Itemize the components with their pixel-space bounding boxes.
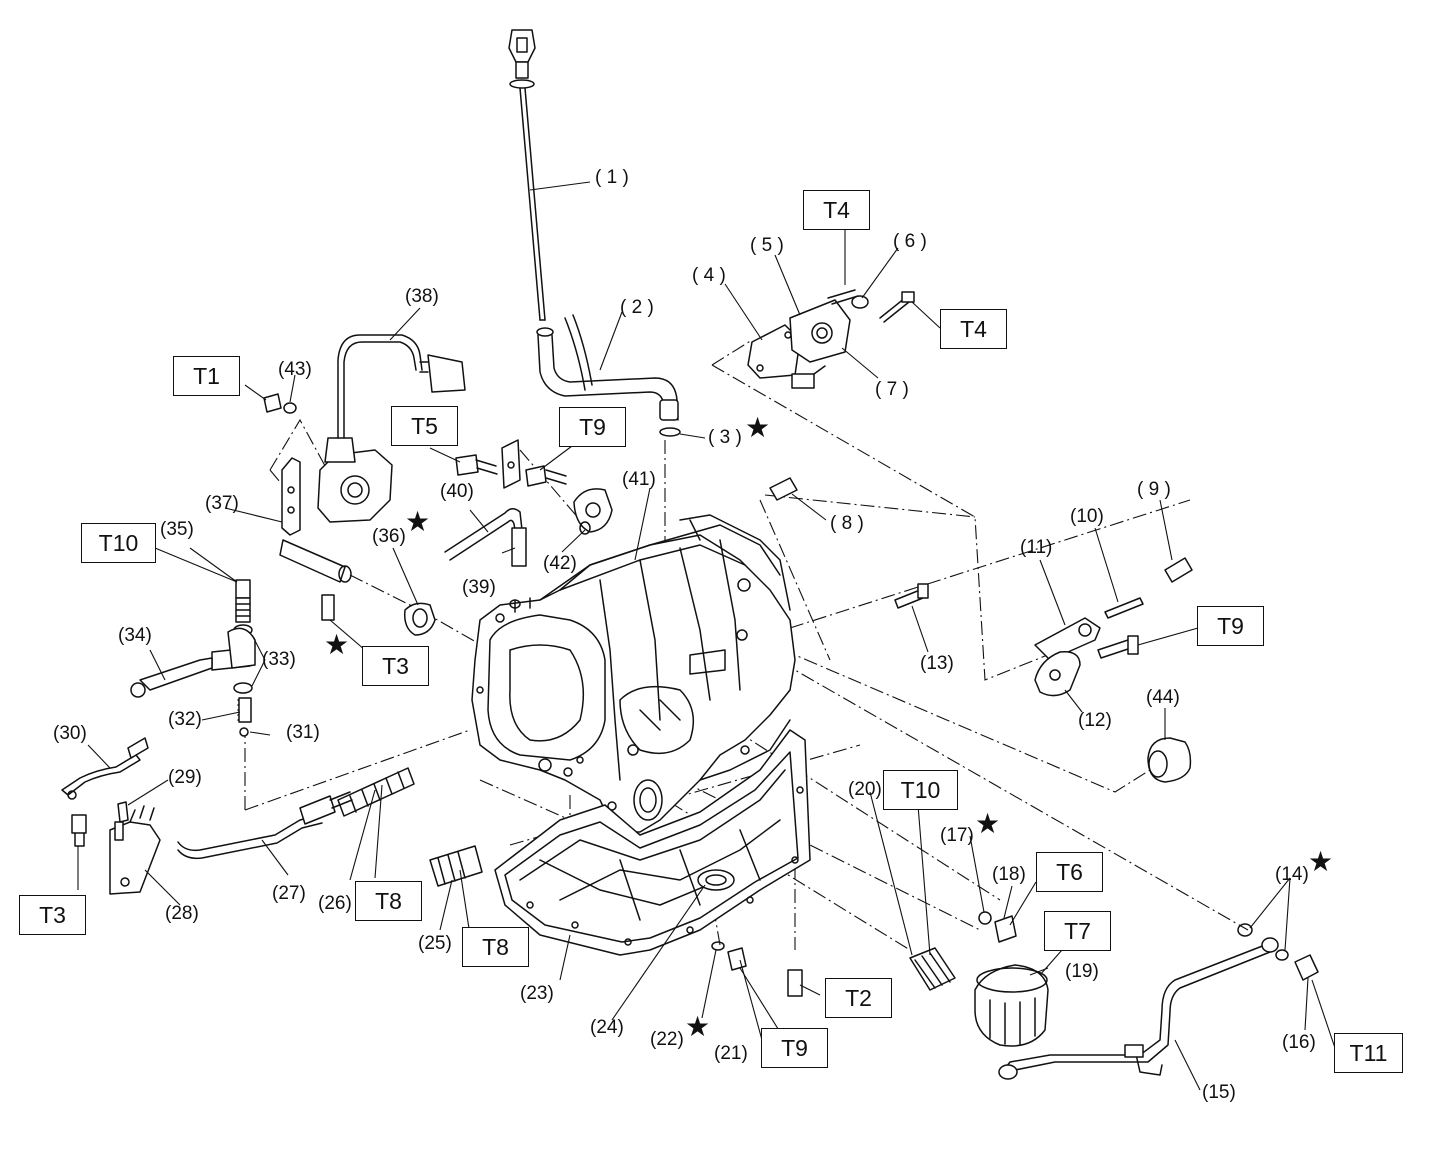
star-icon-3: ★ bbox=[745, 412, 771, 443]
callout-11: (11) bbox=[1020, 537, 1053, 558]
parking-linkage bbox=[1034, 557, 1193, 697]
dipstick bbox=[508, 29, 546, 321]
callout-6: ( 6 ) bbox=[893, 231, 927, 252]
sensor-assembly bbox=[747, 289, 915, 389]
torque-box-t1: T1 bbox=[173, 356, 240, 396]
filler-tube bbox=[536, 314, 679, 421]
callout-18: (18) bbox=[992, 864, 1026, 885]
callout-4: ( 4 ) bbox=[692, 265, 726, 286]
callout-38: (38) bbox=[405, 286, 439, 307]
callout-26: (26) bbox=[318, 893, 352, 914]
vent-and-bracket-parts bbox=[444, 439, 613, 609]
callout-29: (29) bbox=[168, 767, 202, 788]
callout-34: (34) bbox=[118, 625, 152, 646]
torque-box-t7: T7 bbox=[1044, 911, 1111, 951]
callout-1: ( 1 ) bbox=[595, 167, 629, 188]
torque-box-t9-top: T9 bbox=[559, 407, 626, 447]
torque-box-t4-top: T4 bbox=[803, 190, 870, 230]
callout-21: (21) bbox=[714, 1043, 748, 1064]
callout-31: (31) bbox=[286, 722, 320, 743]
callout-32: (32) bbox=[168, 709, 202, 730]
callout-9: ( 9 ) bbox=[1137, 479, 1171, 500]
drain-and-filter-parts bbox=[711, 911, 1319, 1047]
torque-box-t9-bottom: T9 bbox=[761, 1028, 828, 1068]
torque-box-t3-center: T3 bbox=[362, 646, 429, 686]
callout-24: (24) bbox=[590, 1017, 624, 1038]
callout-8: ( 8 ) bbox=[830, 513, 864, 534]
callout-22: (22) bbox=[650, 1029, 684, 1050]
callout-36: (36) bbox=[372, 526, 406, 547]
callout-35: (35) bbox=[160, 519, 194, 540]
callout-39: (39) bbox=[462, 577, 496, 598]
torque-box-t11: T11 bbox=[1334, 1033, 1403, 1073]
o-ring-3 bbox=[659, 427, 681, 437]
leader-lines bbox=[77, 181, 1336, 1091]
callout-43: (43) bbox=[278, 359, 312, 380]
callout-17: (17) bbox=[940, 825, 974, 846]
torque-box-t5: T5 bbox=[391, 406, 458, 446]
torque-box-t6: T6 bbox=[1036, 852, 1103, 892]
torque-box-t9-right: T9 bbox=[1197, 606, 1264, 646]
callout-33: (33) bbox=[262, 649, 296, 670]
star-icon-33: ★ bbox=[324, 629, 350, 660]
callout-23: (23) bbox=[520, 983, 554, 1004]
callout-14: (14) bbox=[1275, 864, 1309, 885]
transmission-case bbox=[471, 514, 796, 833]
callout-37: (37) bbox=[205, 493, 239, 514]
callout-28: (28) bbox=[165, 903, 199, 924]
star-icon-17: ★ bbox=[975, 808, 1001, 839]
callout-5: ( 5 ) bbox=[750, 235, 784, 256]
bolt-13-head bbox=[917, 583, 929, 599]
torque-box-t2: T2 bbox=[825, 978, 892, 1018]
callout-20: (20) bbox=[848, 779, 882, 800]
callout-16: (16) bbox=[1282, 1032, 1316, 1053]
callout-41: (41) bbox=[622, 469, 656, 490]
torque-box-t3-left: T3 bbox=[19, 895, 86, 935]
callout-42: (42) bbox=[543, 553, 577, 574]
torque-box-t10-left: T10 bbox=[81, 523, 156, 563]
callout-7: ( 7 ) bbox=[875, 379, 909, 400]
callout-15: (15) bbox=[1202, 1082, 1236, 1103]
callout-19: (19) bbox=[1065, 961, 1099, 982]
torque-box-t8-right: T8 bbox=[462, 927, 529, 967]
callout-2: ( 2 ) bbox=[620, 297, 654, 318]
callout-12: (12) bbox=[1078, 710, 1112, 731]
cooler-pipe bbox=[998, 937, 1279, 1080]
left-side-parts bbox=[61, 539, 483, 895]
callout-44: (44) bbox=[1146, 687, 1180, 708]
callout-13: (13) bbox=[920, 653, 954, 674]
callout-30: (30) bbox=[53, 723, 87, 744]
star-icon-14: ★ bbox=[1308, 846, 1334, 877]
callout-40: (40) bbox=[440, 481, 474, 502]
star-icon-36: ★ bbox=[405, 506, 431, 537]
inhibitor-switch bbox=[263, 334, 466, 536]
callout-10: (10) bbox=[1070, 506, 1104, 527]
torque-box-t10-right: T10 bbox=[883, 770, 958, 810]
callout-3: ( 3 ) bbox=[708, 427, 742, 448]
mount-44 bbox=[1147, 737, 1192, 783]
star-icon-22: ★ bbox=[685, 1011, 711, 1042]
torque-box-t8-left: T8 bbox=[355, 881, 422, 921]
torque-box-t4-right: T4 bbox=[940, 309, 1007, 349]
callout-27: (27) bbox=[272, 883, 306, 904]
oil-pan bbox=[494, 729, 811, 956]
callout-25: (25) bbox=[418, 933, 452, 954]
pin-8 bbox=[769, 477, 798, 501]
